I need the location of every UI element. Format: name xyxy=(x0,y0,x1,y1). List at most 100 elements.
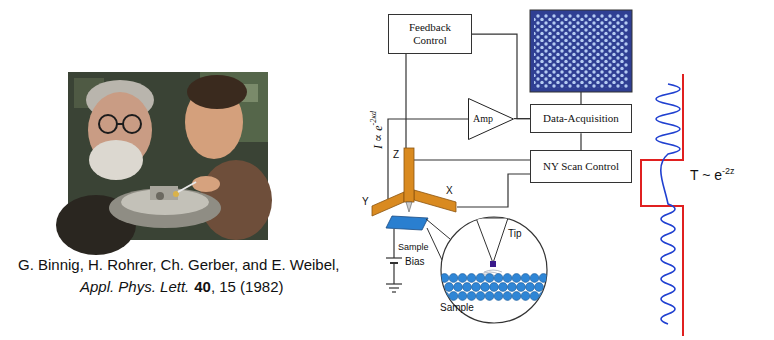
sample-atom xyxy=(539,274,548,283)
sample-atom xyxy=(467,292,476,301)
sample-atom xyxy=(503,274,512,283)
formula-exponent: -2z xyxy=(722,166,735,177)
citation-volume: 40 xyxy=(194,278,211,296)
sample-atom xyxy=(508,283,517,292)
sample-atom xyxy=(517,283,526,292)
sample-atom xyxy=(521,292,530,301)
bias-circuit xyxy=(386,229,402,292)
sample-atom xyxy=(449,292,458,301)
tunneling-plot-part xyxy=(656,84,680,324)
amplifier-outline xyxy=(469,99,514,140)
sample-atom xyxy=(463,283,472,292)
sample-atom xyxy=(440,292,449,301)
tunnel-field-line xyxy=(484,270,502,272)
axis-label: Z xyxy=(393,149,399,161)
sample-atom xyxy=(490,283,499,292)
process-box: Feedback Control xyxy=(388,14,472,54)
inventor-photo-part xyxy=(156,192,164,200)
sample-atom xyxy=(458,292,467,301)
sample-label: Sample xyxy=(398,242,429,253)
zoom-leader-part xyxy=(427,228,442,260)
sample-atom xyxy=(481,283,490,292)
tip-cone xyxy=(476,218,508,263)
current-formula-line: I ∝ e-2κd xyxy=(368,111,386,149)
inventor-photo-part xyxy=(178,182,196,192)
signal-wires-part xyxy=(457,174,530,207)
signal-wires-part xyxy=(388,119,468,199)
bias-circuit-part xyxy=(386,257,402,258)
image-display-part xyxy=(534,14,628,88)
bias-circuit-part xyxy=(386,283,402,284)
sample-atom xyxy=(535,283,544,292)
bias-circuit-part xyxy=(389,287,399,288)
inventor-photo-part xyxy=(89,140,143,180)
zoom-leader-part xyxy=(426,219,450,239)
citation-pages: , 15 (1982) xyxy=(211,278,284,296)
inventor-photo-part xyxy=(99,115,117,133)
signal-wires-part xyxy=(580,92,581,104)
sample-atom xyxy=(503,292,512,301)
sample-atom xyxy=(499,283,508,292)
sample-atom xyxy=(476,292,485,301)
sample-atom xyxy=(485,292,494,301)
piezo-tripod xyxy=(372,148,456,216)
bias-circuit-part xyxy=(392,291,396,292)
sample-atom xyxy=(472,283,481,292)
bias-circuit-part xyxy=(393,229,394,258)
citation-journal: Appl. Phys. Lett. xyxy=(80,278,189,296)
transmission-formula-line: T ~ e-2z xyxy=(690,166,735,184)
zoom-inset-circle: TipSample xyxy=(440,216,548,324)
sample-atom xyxy=(449,274,458,283)
sample-atom xyxy=(526,283,535,292)
zoom-inset-circle-label: Sample xyxy=(440,302,474,314)
piezo-tripod-part xyxy=(372,192,404,216)
amplifier-triangle-label: Amp xyxy=(473,113,493,125)
zoom-inset-circle-label: Tip xyxy=(508,228,522,240)
signal-connector xyxy=(514,118,530,119)
tunneling-plot-part xyxy=(641,74,683,336)
sample-plate-part xyxy=(386,216,428,230)
signal-connector xyxy=(580,133,581,150)
process-box: NY Scan Control xyxy=(530,150,632,183)
sample-atom xyxy=(530,274,539,283)
inventor-photo-part xyxy=(150,186,178,200)
sample-atom xyxy=(539,292,548,301)
inventor-photo-part xyxy=(187,75,247,109)
box-label: NY Scan Control xyxy=(535,160,627,173)
inventor-photo xyxy=(56,72,272,255)
amplifier-triangle: Amp xyxy=(468,98,514,140)
inventor-photo-part xyxy=(117,123,123,125)
sample-atom xyxy=(512,292,521,301)
sample-atom xyxy=(485,274,494,283)
transmission-formula: T ~ e xyxy=(690,167,722,184)
piezo-tripod-part xyxy=(406,202,412,212)
sample-atom xyxy=(512,274,521,283)
sample-atom xyxy=(494,274,503,283)
image-display-part xyxy=(530,10,632,92)
image-display xyxy=(530,10,632,92)
sample-atom xyxy=(530,292,539,301)
citation-line: Appl. Phys. Lett. 40, 15 (1982) xyxy=(80,278,283,296)
inventor-photo-part xyxy=(123,115,141,133)
sample-atom xyxy=(440,274,449,283)
sample-atom xyxy=(521,274,530,283)
formula-exponent: -2κd xyxy=(369,111,379,126)
axis-label: Y xyxy=(362,196,369,208)
inventor-photo-part xyxy=(192,176,220,192)
sample-atom xyxy=(458,274,467,283)
bias-label: Bias xyxy=(405,256,424,268)
tip-and-atoms xyxy=(440,218,548,300)
box-label: Feedback Control xyxy=(403,21,457,47)
tip-atom xyxy=(490,261,496,267)
sample-atom xyxy=(494,292,503,301)
signal-wires-part xyxy=(405,54,406,148)
citation-authors: G. Binnig, H. Rohrer, Ch. Gerber, and E.… xyxy=(18,256,340,274)
bias-circuit-part xyxy=(393,263,394,284)
box-label: Data-Acquisition xyxy=(535,112,627,125)
piezo-tripod-part xyxy=(404,148,414,202)
inset-outline xyxy=(441,217,547,323)
tunneling-plot xyxy=(641,74,683,336)
sample-atom xyxy=(454,283,463,292)
current-formula: I ∝ e xyxy=(371,126,385,149)
process-box: Data-Acquisition xyxy=(530,104,632,133)
